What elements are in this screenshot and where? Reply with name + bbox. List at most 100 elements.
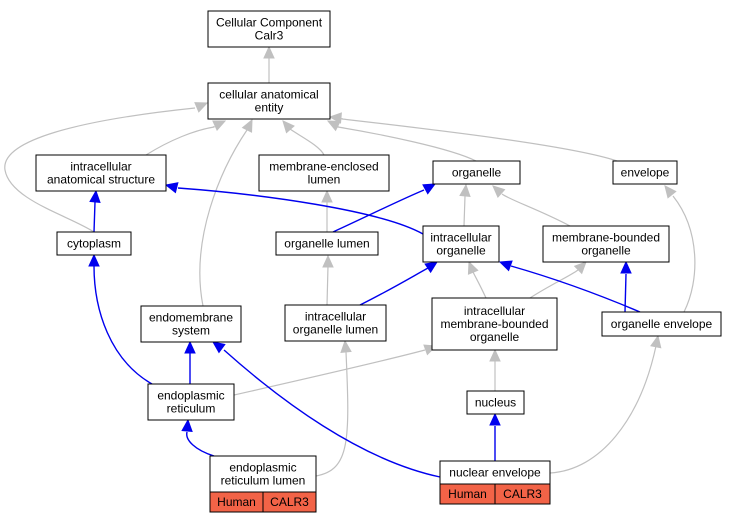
is-a-edge — [672, 195, 696, 313]
arrowhead — [620, 260, 632, 274]
arrowhead — [467, 260, 479, 275]
node-label: Calr3 — [255, 29, 284, 43]
is-a-edge — [233, 349, 426, 396]
node-label: reticulum — [167, 402, 216, 416]
arrowhead — [573, 261, 587, 275]
node-box — [284, 304, 387, 342]
arrowhead — [89, 189, 101, 203]
arrowhead — [212, 120, 227, 132]
arrowhead — [340, 339, 352, 353]
node-ol[interactable]: organelle lumen — [275, 231, 379, 256]
node-box — [56, 231, 132, 256]
arrowhead — [322, 254, 334, 268]
node-label: lumen — [308, 173, 341, 187]
arrowhead — [184, 340, 196, 354]
node-label: envelope — [621, 166, 670, 180]
node-label: intracellular — [305, 310, 366, 324]
node-label: membrane-enclosed — [269, 160, 378, 174]
node-box — [140, 305, 242, 343]
node-box — [258, 154, 390, 192]
arrowhead — [212, 341, 226, 354]
node-box — [147, 383, 235, 421]
arrowhead — [326, 120, 341, 132]
regulates-edge — [332, 189, 425, 233]
regulates-edge — [177, 187, 424, 235]
node-box — [207, 82, 331, 120]
node-label: system — [172, 324, 210, 338]
node-box — [466, 390, 525, 415]
arrowhead — [263, 45, 275, 59]
node-box — [275, 231, 379, 256]
arrowhead — [489, 348, 501, 362]
node-label: endomembrane — [149, 311, 233, 325]
node-label: cytoplasm — [67, 237, 121, 251]
node-nucleus[interactable]: nucleus — [466, 390, 525, 415]
node-label: entity — [255, 101, 284, 115]
is-a-edge — [145, 126, 215, 156]
node-label: organelle — [581, 244, 631, 258]
arrowhead — [88, 253, 100, 267]
arrowhead — [489, 412, 501, 426]
regulates-edge — [93, 265, 153, 385]
node-label: intracellular — [70, 160, 131, 174]
arrowhead — [422, 183, 437, 195]
regulates-edge — [186, 431, 215, 457]
species-label: Human — [217, 495, 256, 509]
is-a-edge — [463, 195, 466, 227]
gene-tag — [262, 491, 317, 513]
regulates-edge — [359, 267, 429, 306]
node-cytoplasm[interactable]: cytoplasm — [56, 231, 132, 256]
is-a-edge — [289, 128, 325, 156]
is-a-edge — [315, 351, 349, 477]
arrowhead — [424, 261, 439, 274]
gene-tag — [494, 483, 551, 505]
node-label: anatomical structure — [47, 173, 155, 187]
arrowhead — [492, 185, 506, 198]
arrowhead — [664, 185, 677, 199]
node-label: nuclear envelope — [449, 466, 541, 480]
node-label: membrane-bounded — [552, 231, 660, 245]
node-label: organelle lumen — [284, 237, 369, 251]
is-a-edge — [549, 345, 657, 474]
node-label: intracellular — [430, 231, 491, 245]
node-label: nucleus — [475, 396, 516, 410]
arrowhead — [181, 418, 193, 432]
node-label: Cellular Component — [216, 16, 323, 30]
arrowhead — [241, 118, 253, 133]
is-a-edge — [4, 107, 196, 233]
regulates-edge — [223, 349, 441, 478]
node-box — [431, 297, 558, 351]
arrowhead — [164, 182, 179, 194]
arrowhead — [459, 183, 471, 197]
node-label: organelle lumen — [293, 323, 378, 337]
node-box — [432, 160, 521, 185]
regulates-edge — [93, 201, 96, 233]
is-a-edge — [472, 271, 487, 299]
node-label: organelle — [436, 244, 486, 258]
node-envelope[interactable]: envelope — [612, 160, 678, 185]
node-label: membrane-bounded — [440, 317, 548, 331]
arrowhead — [650, 334, 662, 349]
node-label: endoplasmic — [157, 389, 224, 403]
node-box — [601, 311, 722, 337]
node-label: reticulum lumen — [221, 474, 306, 488]
node-oe[interactable]: organelle envelope — [601, 311, 722, 337]
is-a-edge — [341, 118, 618, 162]
node-label: intracellular — [464, 304, 525, 318]
gene-label: CALR3 — [503, 487, 542, 501]
node-organelle[interactable]: organelle — [432, 160, 521, 185]
